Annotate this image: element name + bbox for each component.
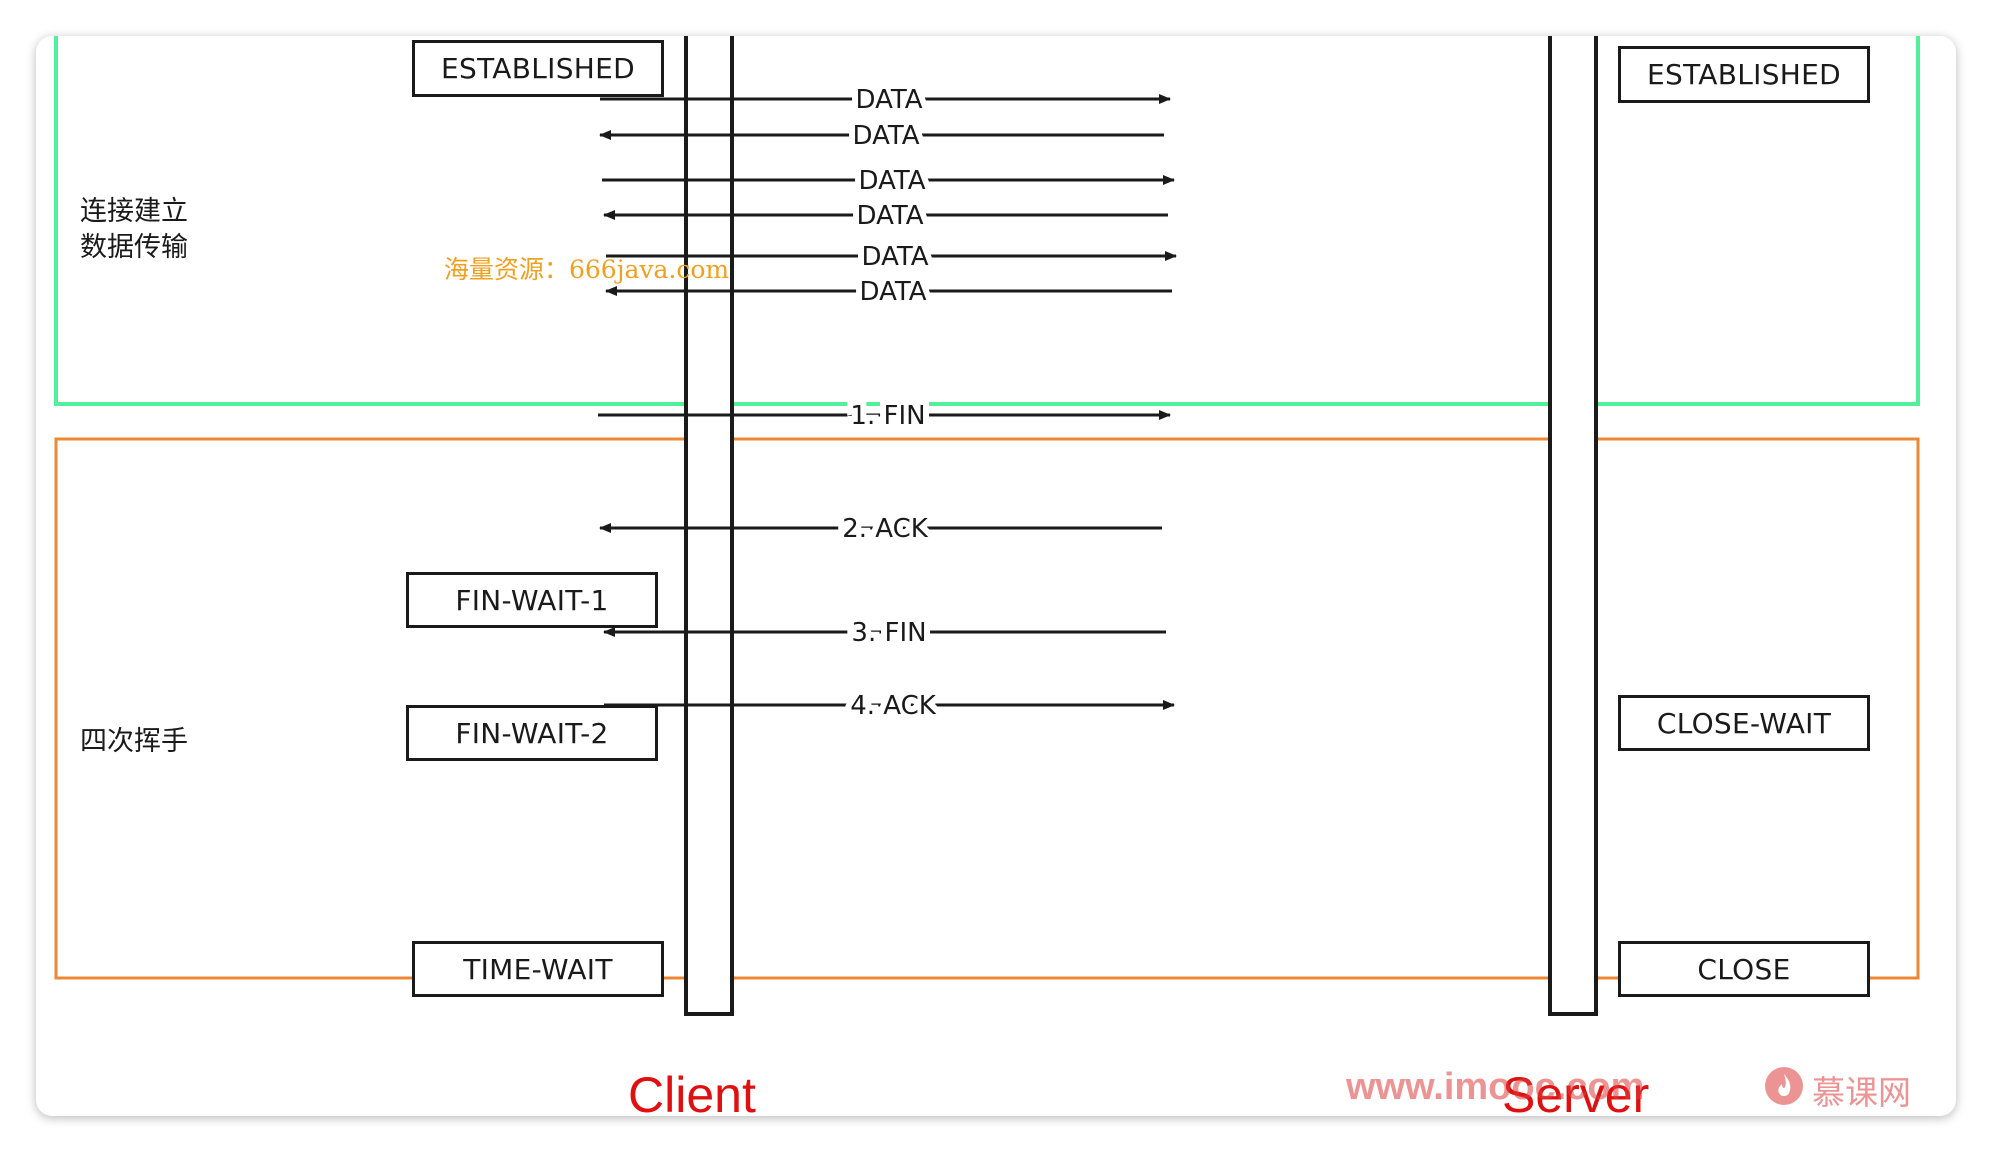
brand-text: 慕课网 bbox=[1812, 1073, 1911, 1112]
established-phase-label: 连接建立 数据传输 bbox=[80, 194, 188, 266]
client-lifeline bbox=[684, 36, 734, 1016]
established-phase-frame bbox=[54, 36, 1920, 406]
flame-logo-icon bbox=[1764, 1066, 1804, 1114]
teardown-phase-label: 四次挥手 bbox=[80, 726, 188, 757]
message-label-4: DATA bbox=[857, 201, 924, 231]
message-label-2: DATA bbox=[853, 121, 920, 151]
message-label-5: DATA bbox=[862, 242, 929, 272]
tcp-sequence-diagram: DATA DATA DATA DATA DATA DATA 1. FIN 2. ACK 3. F… bbox=[54, 36, 1920, 1016]
brand-watermark: 慕课网 bbox=[1764, 1066, 1911, 1114]
server-state-close: CLOSE bbox=[1618, 941, 1870, 997]
client-label: Client bbox=[628, 1067, 756, 1116]
resource-watermark: 海量资源：666java.com bbox=[444, 255, 730, 284]
message-label-10: 4. ACK bbox=[850, 691, 937, 721]
message-label-6: DATA bbox=[860, 277, 927, 307]
server-state-established: ESTABLISHED bbox=[1618, 46, 1870, 103]
message-label-8: 2. ACK bbox=[842, 514, 929, 544]
teardown-phase-frame bbox=[54, 437, 1920, 980]
established-phase-label-line2: 数据传输 bbox=[80, 232, 188, 263]
client-state-fin-wait-2: FIN-WAIT-2 bbox=[406, 705, 658, 761]
diagram-card: DATA DATA DATA DATA DATA DATA 1. FIN 2. ACK 3. F… bbox=[36, 36, 1956, 1116]
site-watermark: www.imooc.com bbox=[1346, 1066, 1645, 1108]
message-label-7: 1. FIN bbox=[850, 401, 925, 431]
server-state-close-wait: CLOSE-WAIT bbox=[1618, 695, 1870, 751]
server-label: Server bbox=[1502, 1067, 1650, 1116]
message-arrows: DATA DATA DATA DATA DATA DATA 1. FIN 2. ACK 3. F… bbox=[598, 79, 1177, 727]
message-label-1: DATA bbox=[856, 85, 923, 115]
client-state-established: ESTABLISHED bbox=[412, 40, 664, 97]
server-lifeline bbox=[1548, 36, 1598, 1016]
client-state-time-wait: TIME-WAIT bbox=[412, 941, 664, 997]
client-state-fin-wait-1: FIN-WAIT-1 bbox=[406, 572, 658, 628]
message-label-3: DATA bbox=[859, 166, 926, 196]
established-phase-label-line1: 连接建立 bbox=[80, 196, 188, 227]
message-label-9: 3. FIN bbox=[851, 618, 926, 648]
